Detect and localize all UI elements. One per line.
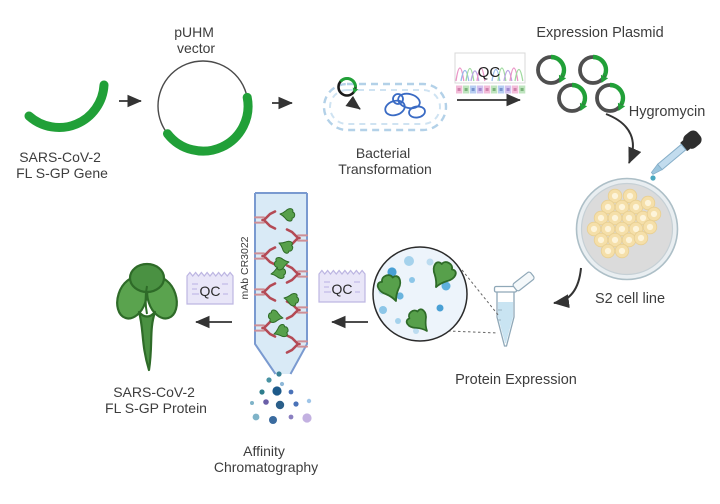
bacterial-transformation-label: Bacterial Transformation [338, 145, 432, 177]
affinity-chromatography-label: Affinity Chromatography [214, 443, 318, 475]
vector-insert-arc [163, 92, 253, 156]
expressed-proteins [374, 256, 460, 339]
sgp-protein-icon [116, 262, 178, 372]
plasmid-insert-icon [337, 76, 359, 97]
chromatography-column-icon: mAb CR3022 [239, 192, 309, 375]
hygromycin-label: Hygromycin [629, 104, 706, 120]
protein-expression-label: Protein Expression [455, 372, 577, 388]
magnifier-circle-icon [372, 246, 500, 342]
plasmid-entry-arrow [345, 95, 361, 110]
petri-dish-icon [575, 177, 679, 281]
expression-plasmid-label: Expression Plasmid [536, 25, 663, 41]
s2-cell-line-label: S2 cell line [595, 291, 665, 307]
expression-plasmid-group [538, 57, 625, 113]
qc-chromatogram-icon: QC [454, 52, 526, 94]
chromatogram-peaks [455, 67, 524, 82]
microtube-lid [512, 271, 535, 292]
gene-label: SARS-CoV-2 FL S-GP Gene [16, 149, 108, 181]
s2-cells [586, 188, 662, 259]
droplet-icon [650, 175, 656, 181]
curved-arrow-to-tube [553, 267, 582, 309]
qc-label-top: QC [478, 64, 501, 81]
dropper-icon [650, 130, 702, 175]
puhm-vector-icon [157, 60, 253, 156]
gene-arc [24, 80, 109, 133]
gene-arc-icon [24, 80, 109, 133]
vector-label: pUHM vector [174, 24, 218, 56]
qc-label-right: QC [332, 281, 353, 297]
base-call-strip [456, 85, 526, 94]
plasmid-icon [580, 57, 608, 85]
chromosome-icon [384, 92, 426, 119]
bacterium-icon [322, 76, 448, 132]
plasmid-icon [597, 85, 625, 113]
plasmid-icon [538, 57, 566, 85]
microtube-icon [493, 271, 535, 347]
protein-label: SARS-CoV-2 FL S-GP Protein [105, 384, 207, 416]
plasmid-icon [559, 85, 587, 113]
curved-arrow-to-dish [605, 113, 642, 164]
eluate-dots [250, 371, 312, 424]
mab-cr3022-label: mAb CR3022 [239, 236, 251, 299]
qc-label-left: QC [200, 283, 221, 299]
